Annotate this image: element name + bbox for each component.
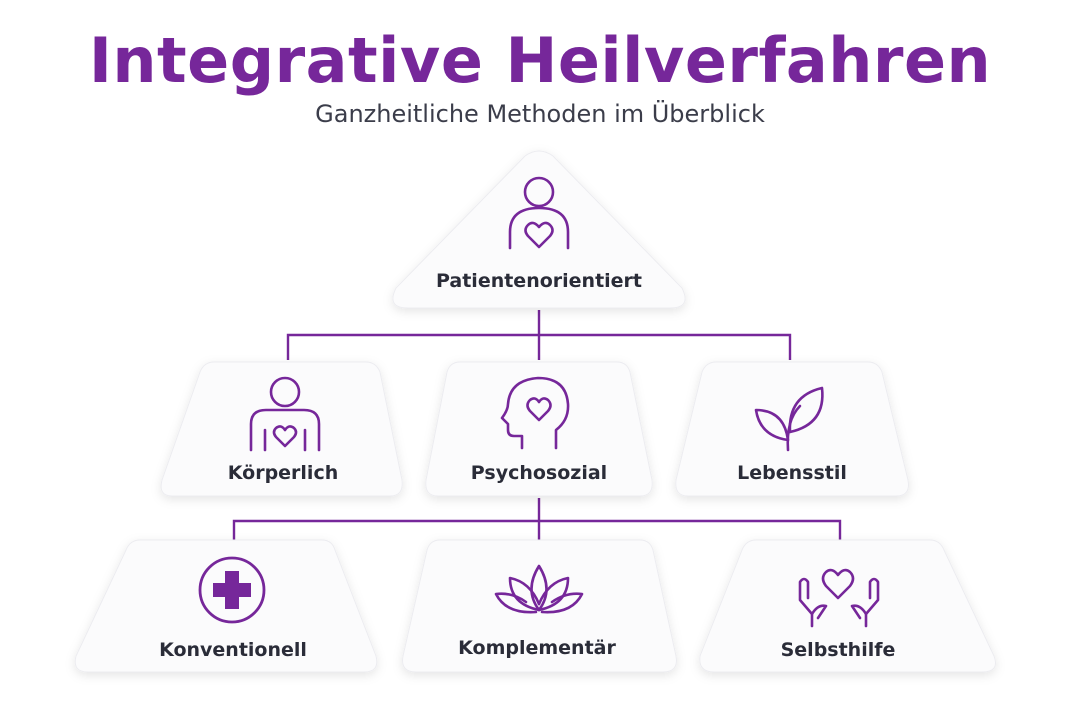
node-label-komplementaer: Komplementär — [458, 637, 616, 659]
node-psychosozial: Psychosozial — [425, 361, 653, 497]
node-shape-level1-1 — [425, 361, 653, 497]
node-selbsthilfe: Selbsthilfe — [699, 539, 996, 673]
diagram-subtitle: Ganzheitliche Methoden im Überblick — [315, 100, 765, 128]
medical-cross-icon — [198, 556, 266, 624]
lotus-icon — [494, 564, 584, 614]
leaves-icon — [754, 386, 824, 452]
node-label-selbsthilfe: Selbsthilfe — [781, 639, 896, 661]
head-heart-icon — [500, 376, 570, 450]
body-heart-icon — [249, 376, 321, 452]
node-label-konventionell: Konventionell — [159, 639, 307, 661]
node-shape-level2-2 — [699, 539, 996, 673]
node-koerperlich: Körperlich — [160, 361, 403, 497]
node-shape-top — [392, 150, 686, 309]
diagram-title: Integrative Heilverfahren — [88, 24, 992, 97]
connector-level1-to-level2 — [232, 498, 842, 540]
hands-heart-icon — [798, 568, 880, 628]
node-lebensstil: Lebensstil — [675, 361, 909, 497]
connector-top-to-level1 — [286, 310, 792, 360]
person-heart-icon — [508, 176, 570, 250]
node-label-lebensstil: Lebensstil — [737, 462, 847, 484]
node-label-koerperlich: Körperlich — [228, 462, 338, 484]
node-label-top: Patientenorientiert — [436, 270, 642, 292]
node-shape-level1-0 — [160, 361, 403, 497]
node-konventionell: Konventionell — [74, 539, 378, 673]
node-label-psychosozial: Psychosozial — [471, 462, 607, 484]
node-shape-level2-1 — [402, 539, 677, 673]
connector-lines — [232, 310, 842, 540]
node-shape-level1-2 — [675, 361, 909, 497]
node-komplementaer: Komplementär — [402, 539, 677, 673]
node-patientenorientiert: Patientenorientiert — [392, 150, 686, 309]
